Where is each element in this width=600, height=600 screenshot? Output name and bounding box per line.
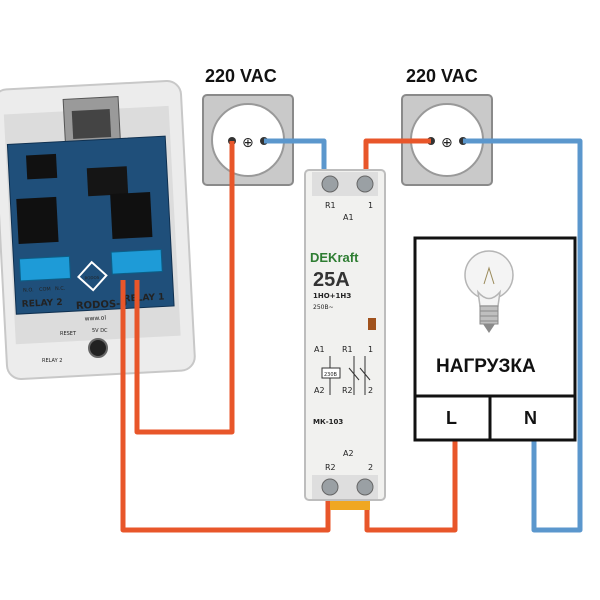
wires <box>120 138 583 533</box>
rodos-controller: RODOS-9 www.ol RELAY 2 RELAY 1 N.O. COM … <box>0 79 196 381</box>
schematic-coil: 230В <box>324 372 338 378</box>
phase-wire-socket1-to-relay <box>134 141 235 435</box>
load-box: НАГРУЗКА L N <box>413 236 577 442</box>
bottom-screw-2 <box>356 478 374 496</box>
socket-2-ground-icon: ⊕ <box>441 135 453 151</box>
power-label: 5V DC <box>92 328 108 334</box>
schematic-r1: R1 <box>342 345 353 354</box>
controller-url: www.ol <box>84 314 106 322</box>
power-jack <box>88 338 108 358</box>
status-window <box>368 318 376 330</box>
load-terminal-l: L <box>446 408 457 428</box>
schematic-2: 2 <box>368 386 373 395</box>
contactor: R1 1 A1 DEKraft 25A 1НО+1НЗ 250В~ A1 R1 … <box>304 169 386 510</box>
relay-left-label: RELAY 2 <box>22 298 63 310</box>
bottom-screw-1 <box>321 478 339 496</box>
contactor-body <box>304 169 386 501</box>
contactor-config: 1НО+1НЗ <box>313 292 351 300</box>
load-title: НАГРУЗКА <box>436 356 536 377</box>
phase-wire-socket2-to-contactor <box>363 138 431 182</box>
bottom-term-r2: R2 <box>325 463 336 472</box>
schematic-r2: R2 <box>342 386 353 395</box>
a1-label: A1 <box>343 213 354 222</box>
contactor-voltage: 250В~ <box>313 304 334 311</box>
schematic-a1: A1 <box>314 345 325 354</box>
chip-2 <box>86 166 129 197</box>
lightbulb-icon <box>464 250 514 333</box>
top-term-1: 1 <box>368 201 373 210</box>
relay-left-block <box>16 196 59 244</box>
terminal-block-left <box>18 255 72 282</box>
contactor-rating: 25A <box>313 269 350 291</box>
top-term-r1: R1 <box>325 201 336 210</box>
neutral-wire-socket2-to-load <box>463 138 583 533</box>
terminal-label-nc: N.C. <box>55 286 66 293</box>
schematic-a2: A2 <box>314 386 325 395</box>
load-terminal-n: N <box>524 408 537 428</box>
logo-text: RODOS <box>84 275 99 281</box>
terminal-label-no: N.O. <box>23 287 34 294</box>
schematic-1: 1 <box>368 345 373 354</box>
contactor-model: МК-103 <box>313 418 343 426</box>
socket-1-label: 220 VAC <box>205 66 277 86</box>
top-screw-1 <box>321 175 339 193</box>
relay-right-block <box>110 192 153 240</box>
bottom-term-2: 2 <box>368 463 373 472</box>
a2-label: A2 <box>343 449 354 458</box>
logo-mark <box>77 260 108 292</box>
socket-2-label: 220 VAC <box>406 66 478 86</box>
terminal-block-right <box>110 248 163 275</box>
contactor-schematic <box>321 356 371 395</box>
reset-label: RESET <box>60 331 77 337</box>
relay2-bottom-label: RELAY 2 <box>42 358 62 364</box>
controller-name: RODOS-9 <box>76 298 128 312</box>
socket-1-ground-icon: ⊕ <box>242 135 254 151</box>
terminal-label-com: COM <box>39 286 51 293</box>
relay-right-label: RELAY 1 <box>123 292 164 304</box>
socket-2: ⊕ 220 VAC <box>401 66 493 186</box>
neutral-wire-socket1-to-contactor <box>264 138 327 182</box>
chip-1 <box>26 153 58 180</box>
contactor-brand: DEKraft <box>310 250 359 265</box>
phase-wire-relay-to-contactor <box>120 280 331 533</box>
top-screw-2 <box>356 175 374 193</box>
ethernet-port-opening <box>71 109 112 139</box>
socket-1: ⊕ 220 VAC <box>202 66 294 186</box>
